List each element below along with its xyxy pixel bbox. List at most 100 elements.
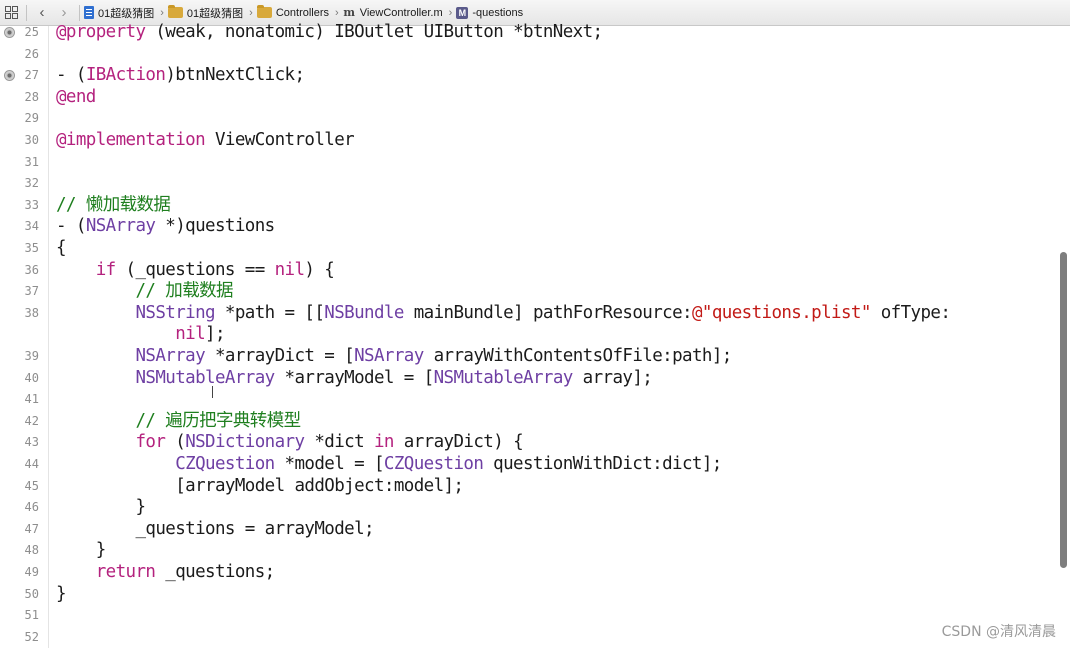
text-cursor bbox=[212, 386, 213, 398]
code-line: 37 // 加载数据 bbox=[0, 281, 1060, 302]
code-token bbox=[56, 260, 96, 280]
line-number: 27 bbox=[24, 68, 39, 83]
code-text[interactable]: } bbox=[56, 497, 146, 518]
line-number: 35 bbox=[24, 241, 39, 255]
code-line: 28@end bbox=[0, 87, 1060, 108]
code-text[interactable]: - (IBAction)btnNextClick; bbox=[56, 65, 305, 86]
code-token: (_questions == bbox=[115, 259, 275, 280]
code-line: 30@implementation ViewController bbox=[0, 130, 1060, 151]
code-token: [arrayModel addObject:model]; bbox=[56, 475, 464, 496]
breakpoint-marker-icon[interactable] bbox=[4, 27, 15, 38]
related-items-icon[interactable] bbox=[0, 2, 22, 24]
code-text[interactable]: } bbox=[56, 584, 67, 605]
code-token: _questions; bbox=[155, 562, 275, 582]
line-number: 40 bbox=[24, 370, 39, 385]
code-text[interactable]: } bbox=[56, 540, 107, 561]
code-token: *arrayModel = [ bbox=[274, 367, 435, 388]
code-text[interactable]: NSMutableArray *arrayModel = [NSMutableA… bbox=[56, 367, 653, 389]
code-text[interactable]: for (NSDictionary *dict in arrayDict) { bbox=[56, 432, 524, 453]
forward-arrow-icon[interactable]: › bbox=[61, 4, 67, 21]
code-token: ViewController bbox=[205, 130, 355, 150]
code-text[interactable]: return _questions; bbox=[56, 562, 275, 583]
code-token: in bbox=[373, 432, 394, 453]
scrollbar-thumb[interactable] bbox=[1060, 252, 1067, 568]
code-text[interactable]: NSString *path = [[NSBundle mainBundle] … bbox=[56, 302, 951, 324]
breakpoint-marker-icon[interactable] bbox=[4, 70, 15, 82]
line-number: 29 bbox=[24, 111, 39, 126]
code-line: 45 [arrayModel addObject:model]; bbox=[0, 476, 1060, 497]
code-token: )btnNextClick; bbox=[165, 65, 305, 86]
line-number: 43 bbox=[24, 435, 39, 450]
breadcrumb-item[interactable]: 01超级猜图 bbox=[167, 5, 244, 21]
code-text[interactable]: - (NSArray *)questions bbox=[56, 216, 275, 237]
code-text[interactable]: @implementation ViewController bbox=[56, 130, 355, 151]
breadcrumb-label: -questions bbox=[472, 6, 524, 19]
code-token bbox=[56, 324, 175, 344]
code-token: NSMutableArray bbox=[433, 367, 574, 388]
code-token: IBAction bbox=[85, 65, 166, 86]
line-number: 45 bbox=[24, 478, 39, 493]
code-token: NSArray bbox=[85, 216, 156, 237]
code-token bbox=[56, 454, 175, 474]
code-text[interactable]: _questions = arrayModel; bbox=[56, 519, 374, 540]
source-editor[interactable]: 25@property (weak, nonatomic) IBOutlet U… bbox=[0, 22, 1070, 648]
code-line: 51 bbox=[0, 605, 1060, 626]
watermark: CSDN @清风清晨 bbox=[941, 624, 1056, 640]
code-line: 41 bbox=[0, 389, 1060, 410]
code-token: *path = [[ bbox=[215, 302, 325, 323]
code-text[interactable]: if (_questions == nil) { bbox=[56, 259, 335, 281]
code-token: CZQuestion bbox=[383, 454, 484, 474]
code-token: } bbox=[56, 540, 107, 561]
code-token: nil bbox=[175, 324, 206, 345]
code-text[interactable]: // 加载数据 bbox=[56, 281, 234, 302]
code-token: @property bbox=[56, 22, 146, 42]
code-text[interactable]: NSArray *arrayDict = [NSArray arrayWithC… bbox=[56, 346, 733, 367]
vertical-scrollbar[interactable] bbox=[1058, 26, 1070, 648]
breadcrumb-item[interactable]: 01超级猜图 bbox=[84, 5, 154, 21]
line-number: 51 bbox=[24, 608, 39, 623]
line-number: 48 bbox=[24, 543, 39, 558]
code-text[interactable]: @property (weak, nonatomic) IBOutlet UIB… bbox=[56, 22, 603, 43]
code-line: 26 bbox=[0, 44, 1060, 65]
breadcrumb-item[interactable]: M-questions bbox=[456, 6, 524, 19]
code-token: // 遍历把字典转模型 bbox=[135, 410, 302, 431]
code-text[interactable]: // 懒加载数据 bbox=[56, 195, 171, 216]
line-number: 38 bbox=[24, 305, 39, 320]
breadcrumb-label: 01超级猜图 bbox=[98, 7, 155, 20]
code-token bbox=[56, 562, 96, 582]
code-line: 42 // 遍历把字典转模型 bbox=[0, 411, 1060, 432]
m-file-icon: m bbox=[343, 6, 356, 19]
chevron-right-icon: › bbox=[160, 6, 164, 19]
breadcrumb-item[interactable]: Controllers bbox=[256, 5, 329, 19]
code-token: NSArray bbox=[354, 346, 424, 366]
code-text[interactable]: CZQuestion *model = [CZQuestion question… bbox=[56, 454, 722, 475]
code-token: array]; bbox=[572, 367, 653, 388]
back-arrow-icon[interactable]: ‹ bbox=[39, 4, 45, 21]
code-text[interactable]: nil]; bbox=[56, 324, 225, 345]
line-number: 42 bbox=[24, 413, 39, 428]
chevron-right-icon: › bbox=[335, 6, 339, 19]
code-token: *model = [ bbox=[274, 454, 385, 474]
chevron-right-icon: › bbox=[249, 6, 253, 19]
code-text[interactable]: @end bbox=[56, 87, 96, 108]
code-text[interactable]: { bbox=[56, 238, 67, 259]
code-text[interactable]: // 遍历把字典转模型 bbox=[56, 410, 302, 432]
line-number: 39 bbox=[24, 349, 39, 363]
code-token: NSBundle bbox=[324, 302, 404, 323]
project-icon bbox=[84, 6, 94, 19]
code-line: 44 CZQuestion *model = [CZQuestion quest… bbox=[0, 454, 1060, 475]
code-token: { bbox=[56, 238, 67, 258]
code-token: NSString bbox=[135, 302, 216, 323]
code-token: if bbox=[95, 259, 116, 280]
code-token: _questions = arrayModel; bbox=[56, 518, 374, 539]
code-token: ofType: bbox=[870, 302, 951, 323]
breadcrumb-label: 01超级猜图 bbox=[186, 7, 244, 20]
code-token bbox=[56, 346, 136, 366]
code-token: ]; bbox=[205, 324, 225, 345]
code-token: NSArray bbox=[135, 346, 206, 366]
code-text[interactable]: [arrayModel addObject:model]; bbox=[56, 475, 464, 497]
code-line: 47 _questions = arrayModel; bbox=[0, 519, 1060, 540]
code-token: NSDictionary bbox=[185, 432, 305, 453]
